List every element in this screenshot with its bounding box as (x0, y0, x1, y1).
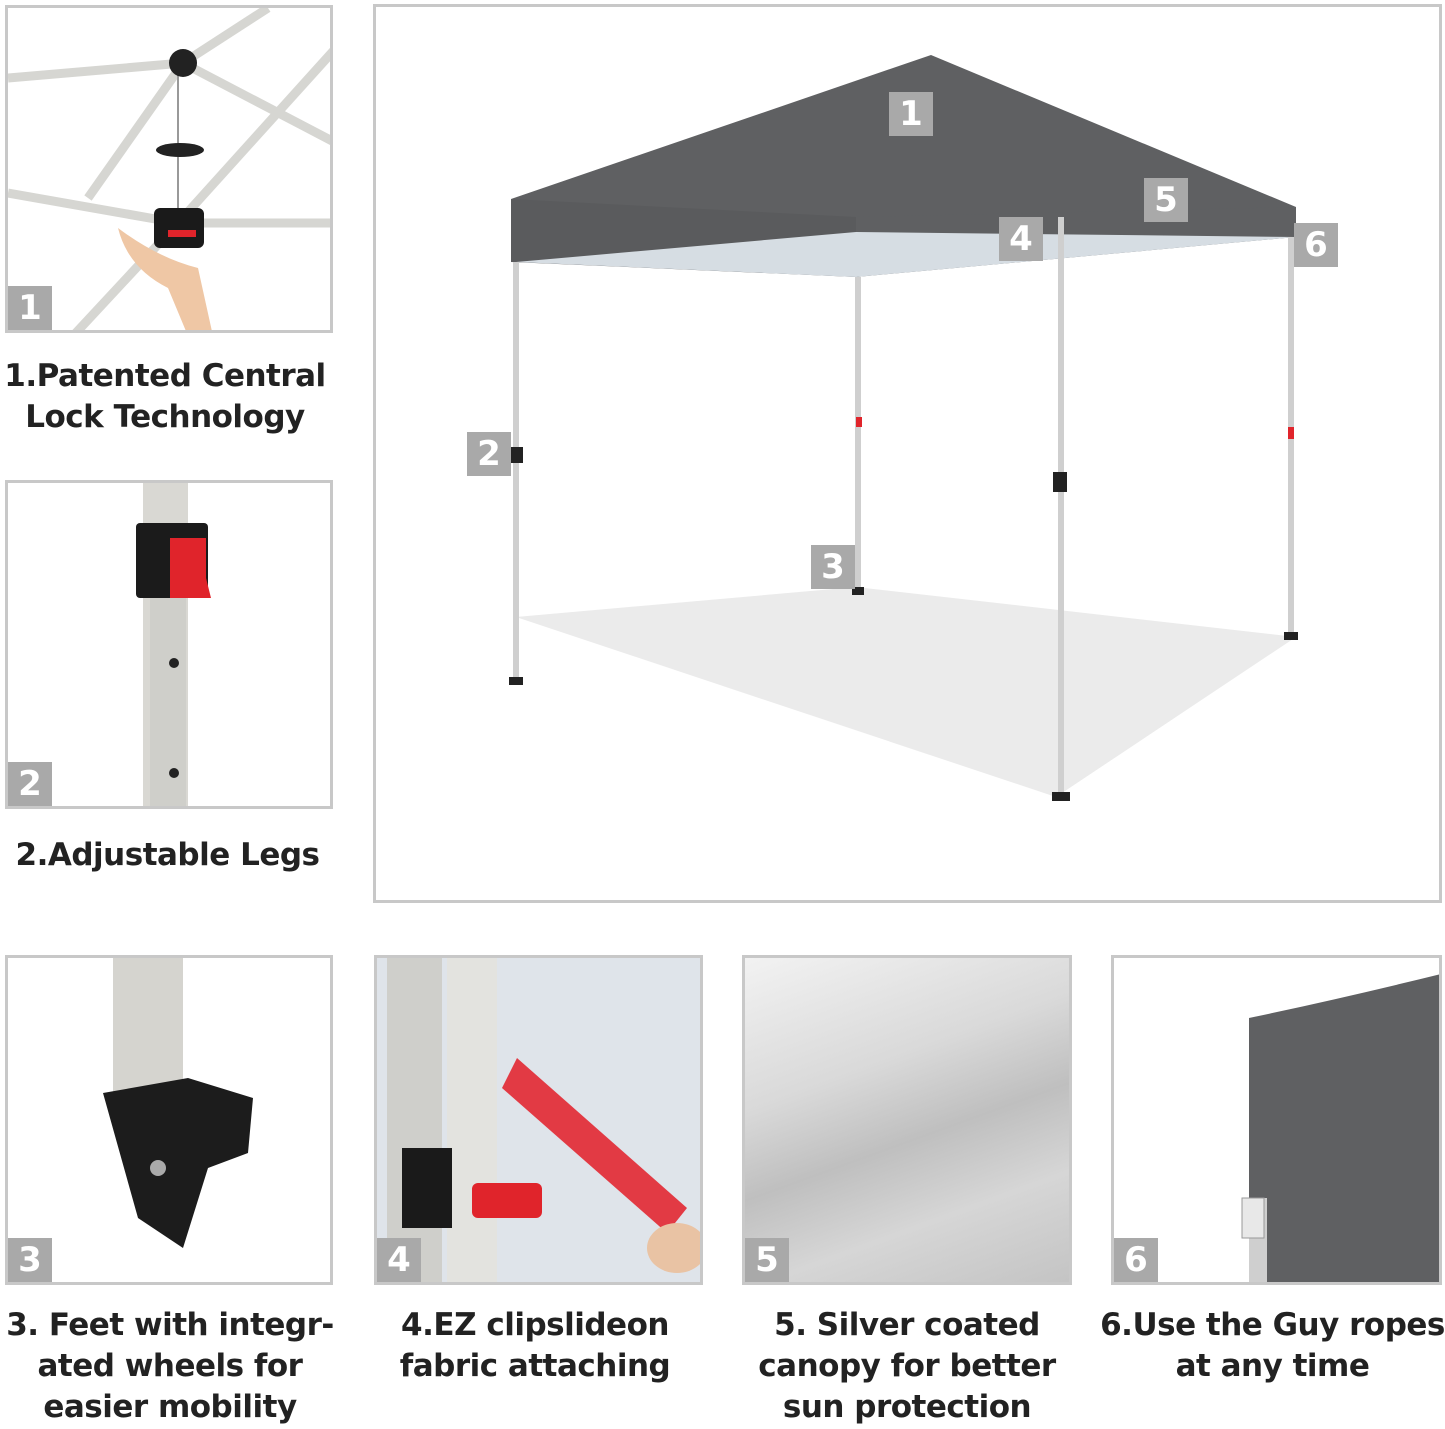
feature-panel-ez-clip: 4 (374, 955, 703, 1285)
feature-panel-feet-wheels: 3 (5, 955, 333, 1285)
caption-line: Lock Technology (25, 399, 305, 435)
feature-caption: 4.EZ clipslideon fabric attaching (365, 1305, 705, 1387)
caption-line: easier mobility (43, 1389, 297, 1425)
feature-caption: 6.Use the Guy ropes at any time (1100, 1305, 1445, 1387)
canopy-image (509, 55, 1298, 801)
caption-line: 4.EZ clipslideon (401, 1307, 669, 1343)
caption-line: 2.Adjustable Legs (15, 837, 320, 873)
guy-rope-image (1241, 974, 1439, 1282)
main-canopy-panel: 1 2 3 4 5 6 (373, 4, 1442, 903)
main-badge-1: 1 (889, 92, 933, 136)
feature-badge: 3 (8, 1238, 52, 1282)
feature-panel-guy-ropes: 6 (1111, 955, 1442, 1285)
feature-badge: 2 (8, 762, 52, 806)
caption-line: ated wheels for (37, 1348, 303, 1384)
main-badge-3: 3 (811, 545, 855, 589)
feature-badge: 5 (745, 1238, 789, 1282)
caption-line: 6.Use the Guy ropes (1100, 1307, 1445, 1343)
caption-line: canopy for better (758, 1348, 1056, 1384)
main-badge-4: 4 (999, 217, 1043, 261)
caption-line: sun protection (782, 1389, 1032, 1425)
central-lock-image (8, 8, 330, 330)
feature-badge: 4 (377, 1238, 421, 1282)
feature-caption: 5. Silver coated canopy for better sun p… (727, 1305, 1087, 1428)
feature-panel-silver-canopy: 5 (742, 955, 1072, 1285)
feature-badge: 6 (1114, 1238, 1158, 1282)
feature-panel-adjustable-legs: 2 (5, 480, 333, 809)
caption-line: 1.Patented Central (4, 358, 326, 394)
ez-clip-image (377, 958, 700, 1282)
caption-line: 3. Feet with integr- (6, 1307, 334, 1343)
feature-badge: 1 (8, 286, 52, 330)
feature-caption: 1.Patented Central Lock Technology (0, 356, 330, 438)
adjustable-leg-image (136, 483, 211, 806)
caption-line: fabric attaching (399, 1348, 671, 1384)
caption-line: at any time (1175, 1348, 1370, 1384)
main-badge-2: 2 (467, 432, 511, 476)
foot-wheel-image (103, 958, 253, 1248)
feature-caption: 2.Adjustable Legs (0, 835, 335, 876)
main-badge-6: 6 (1294, 223, 1338, 267)
main-badge-5: 5 (1144, 178, 1188, 222)
feature-panel-central-lock: 1 (5, 5, 333, 333)
feature-caption: 3. Feet with integr- ated wheels for eas… (0, 1305, 340, 1428)
caption-line: 5. Silver coated (774, 1307, 1040, 1343)
